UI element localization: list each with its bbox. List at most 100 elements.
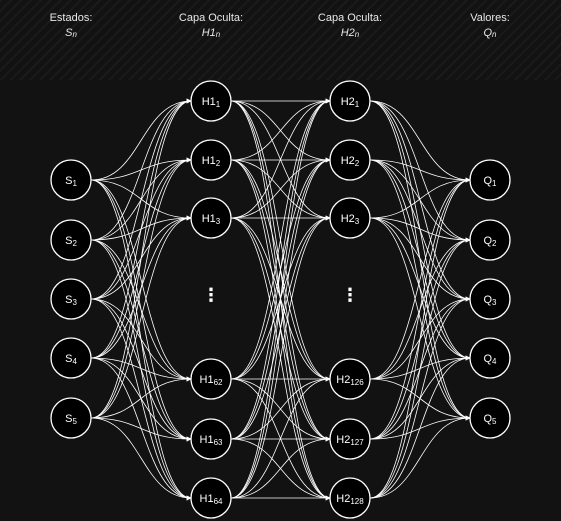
edge-states-4-to-hidden1-4 — [90, 357, 192, 382]
node-hidden1-5-label: H163 — [200, 434, 224, 447]
connection-edges — [90, 98, 471, 501]
node-states-1-circle — [50, 159, 92, 201]
edge-hidden1-2-to-hidden2-1 — [230, 98, 331, 161]
node-states-3-label: S3 — [65, 294, 77, 307]
header-hidden1: Capa Oculta: H1n — [179, 12, 243, 39]
edge-states-5-to-hidden1-5 — [90, 417, 192, 442]
header-hidden2: Capa Oculta: H2n — [318, 12, 382, 39]
header-hidden2-title: Capa Oculta: — [318, 12, 382, 24]
edge-hidden1-6-to-hidden2-2 — [230, 157, 331, 499]
hidden2-ellipsis: ⋮ — [341, 285, 359, 305]
node-values-2: Q2 — [469, 219, 511, 261]
node-values-2-circle — [469, 219, 511, 261]
node-states-1-label: S1 — [65, 175, 77, 188]
node-values-4-circle — [469, 337, 511, 379]
edge-states-2-to-hidden1-1 — [90, 98, 192, 241]
edge-states-3-to-hidden1-1 — [90, 98, 192, 300]
header-background — [0, 0, 561, 80]
edge-hidden2-6-to-values-1 — [369, 177, 471, 499]
edge-states-3-to-hidden1-5 — [90, 298, 192, 442]
edge-states-3-to-hidden1-4 — [90, 298, 192, 382]
node-hidden2-4-circle — [329, 358, 371, 400]
node-hidden2-4-label: H2126 — [336, 374, 364, 387]
node-states-4: S4 — [50, 337, 92, 379]
edge-states-5-to-hidden1-3 — [90, 215, 192, 419]
edge-hidden2-3-to-values-5 — [369, 217, 471, 421]
edge-hidden1-5-to-hidden2-1 — [230, 98, 331, 440]
node-states-5: S5 — [50, 397, 92, 439]
edge-hidden2-6-to-values-2 — [369, 237, 471, 499]
edge-hidden1-6-to-hidden2-4 — [230, 376, 331, 499]
node-hidden2-6: H2128 — [329, 477, 371, 519]
edge-states-1-to-hidden1-1 — [90, 98, 192, 181]
edge-hidden1-5-to-hidden2-4 — [230, 376, 331, 440]
node-hidden2-2-label: H22 — [341, 155, 360, 168]
hidden1-ellipsis: ⋮ — [202, 285, 220, 305]
header-hidden1-symbol: H1n — [202, 27, 221, 39]
edge-states-5-to-hidden1-2 — [90, 157, 192, 419]
node-values-4-label: Q4 — [483, 353, 497, 366]
edge-states-5-to-hidden1-1 — [90, 98, 192, 419]
node-values-3-circle — [469, 278, 511, 320]
header-values-symbol: Qn — [483, 27, 497, 39]
node-states-3-circle — [50, 278, 92, 320]
edge-hidden2-3-to-values-1 — [369, 177, 471, 219]
header-values-title: Valores: — [470, 12, 510, 24]
node-hidden2-1: H21 — [329, 80, 371, 122]
node-states-5-label: S5 — [65, 413, 77, 426]
node-hidden1-5-circle — [190, 418, 232, 460]
node-states-2: S2 — [50, 219, 92, 261]
network-nodes: S1S2S3S4S5H11H12H13H162H163H164H21H22H23… — [50, 80, 511, 519]
node-values-4: Q4 — [469, 337, 511, 379]
node-hidden1-2-label: H12 — [202, 155, 221, 168]
header-hidden1-title: Capa Oculta: — [179, 12, 243, 24]
node-hidden2-4: H2126 — [329, 358, 371, 400]
edge-hidden2-4-to-values-1 — [369, 177, 471, 380]
edge-hidden1-6-to-hidden2-1 — [230, 98, 331, 499]
node-values-2-label: Q2 — [483, 235, 497, 248]
edge-hidden2-1-to-values-2 — [369, 100, 471, 243]
header-states: Estados: Sn — [50, 12, 93, 39]
node-states-5-circle — [50, 397, 92, 439]
header-states-symbol: Sn — [65, 27, 77, 39]
node-values-1: Q1 — [469, 159, 511, 201]
edge-hidden2-2-to-values-2 — [369, 159, 471, 243]
node-hidden2-2-circle — [329, 139, 371, 181]
header-states-title: Estados: — [50, 12, 93, 24]
node-states-2-label: S2 — [65, 235, 77, 248]
edge-hidden2-6-to-values-5 — [369, 415, 471, 499]
edge-hidden1-3-to-hidden2-2 — [230, 157, 331, 219]
node-hidden2-3-circle — [329, 197, 371, 239]
node-hidden1-1-circle — [190, 80, 232, 122]
node-states-2-circle — [50, 219, 92, 261]
node-hidden1-1-label: H11 — [202, 96, 221, 109]
edge-states-5-to-hidden1-4 — [90, 376, 192, 419]
header-values: Valores: Qn — [470, 12, 510, 39]
edge-hidden2-3-to-values-2 — [369, 217, 471, 243]
edge-hidden2-6-to-values-4 — [369, 355, 471, 499]
node-hidden1-2: H12 — [190, 139, 232, 181]
node-states-4-label: S4 — [65, 353, 77, 366]
edge-hidden2-5-to-values-1 — [369, 177, 471, 440]
edge-hidden2-3-to-values-3 — [369, 217, 471, 302]
node-hidden2-2: H22 — [329, 139, 371, 181]
node-values-5-circle — [469, 397, 511, 439]
node-hidden1-4-label: H162 — [200, 374, 224, 387]
node-hidden1-4: H162 — [190, 358, 232, 400]
node-values-3-label: Q3 — [483, 294, 497, 307]
node-hidden2-6-circle — [329, 477, 371, 519]
node-hidden2-3: H23 — [329, 197, 371, 239]
edge-states-1-to-hidden1-4 — [90, 179, 192, 382]
edge-states-5-to-hidden1-6 — [90, 417, 192, 501]
edge-states-4-to-hidden1-1 — [90, 98, 192, 359]
node-values-5: Q5 — [469, 397, 511, 439]
node-states-4-circle — [50, 337, 92, 379]
node-hidden2-1-label: H21 — [341, 96, 360, 109]
node-hidden2-5: H2127 — [329, 418, 371, 460]
edge-hidden1-4-to-hidden2-1 — [230, 98, 331, 380]
node-hidden1-6: H164 — [190, 477, 232, 519]
node-states-1: S1 — [50, 159, 92, 201]
edge-hidden1-3-to-hidden2-1 — [230, 98, 331, 219]
